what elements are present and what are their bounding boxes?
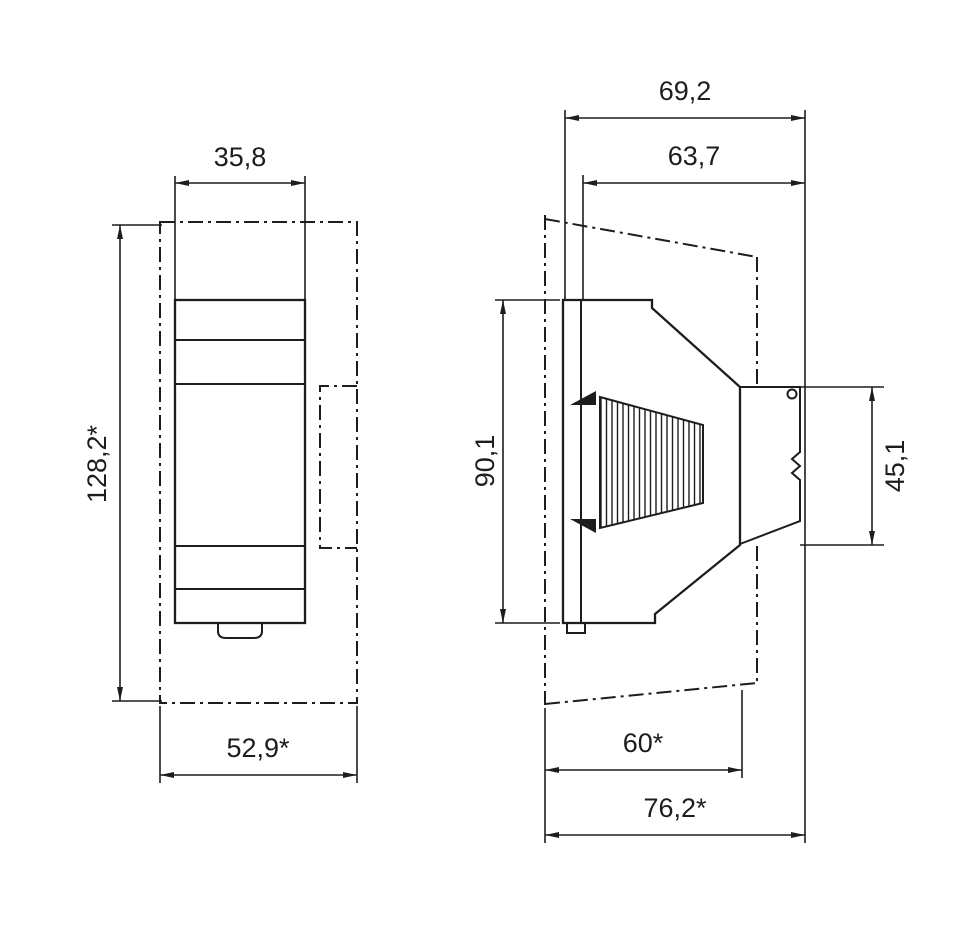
dim-label-side-depth-body: 60*	[623, 728, 664, 758]
dim-front-overall-height: 128,2*	[82, 224, 162, 702]
dim-side-depth-overall: 76,2*	[545, 793, 805, 838]
side-din-rail-clip	[739, 386, 802, 545]
dim-front-device-width: 35,8	[174, 142, 306, 300]
dim-label-side-depth-overall: 76,2*	[643, 793, 707, 823]
side-clip-mark-bottom	[570, 519, 596, 533]
front-bottom-connector	[217, 623, 263, 639]
dim-side-clip-height: 45,1	[800, 386, 910, 546]
side-clip-screw-hole	[786, 388, 798, 400]
side-finned-wedge	[599, 395, 704, 530]
front-rail-zone-phantom	[319, 385, 357, 549]
side-view: 69,2 63,7 90,1 45,1 60*	[470, 76, 910, 843]
dim-side-depth-body: 60*	[544, 690, 743, 843]
side-phantom-top-slant	[544, 218, 758, 258]
dim-label-front-overall-height: 128,2*	[82, 424, 112, 503]
dim-side-depth-front: 63,7	[582, 141, 805, 300]
dim-label-side-clip-height: 45,1	[880, 440, 910, 493]
dim-label-front-device-width: 35,8	[214, 142, 267, 172]
dim-side-depth-incl-clip: 69,2	[564, 76, 806, 843]
dim-label-front-overall-width: 52,9*	[226, 733, 290, 763]
side-bottom-terminal	[566, 623, 586, 634]
dim-label-side-depth-incl-clip: 69,2	[659, 76, 712, 106]
dim-side-front-height: 90,1	[470, 299, 560, 624]
dim-label-side-depth-front: 63,7	[668, 141, 721, 171]
dim-label-side-front-height: 90,1	[470, 435, 500, 488]
front-view: 35,8 128,2* 52,9*	[82, 142, 358, 783]
dim-front-overall-width: 52,9*	[159, 706, 358, 783]
side-device-profile	[561, 298, 742, 625]
side-phantom-bottom-slant	[544, 682, 758, 705]
side-clip-mark-top	[570, 391, 596, 405]
front-phantom-outline	[159, 221, 358, 704]
front-device-body	[173, 298, 307, 625]
